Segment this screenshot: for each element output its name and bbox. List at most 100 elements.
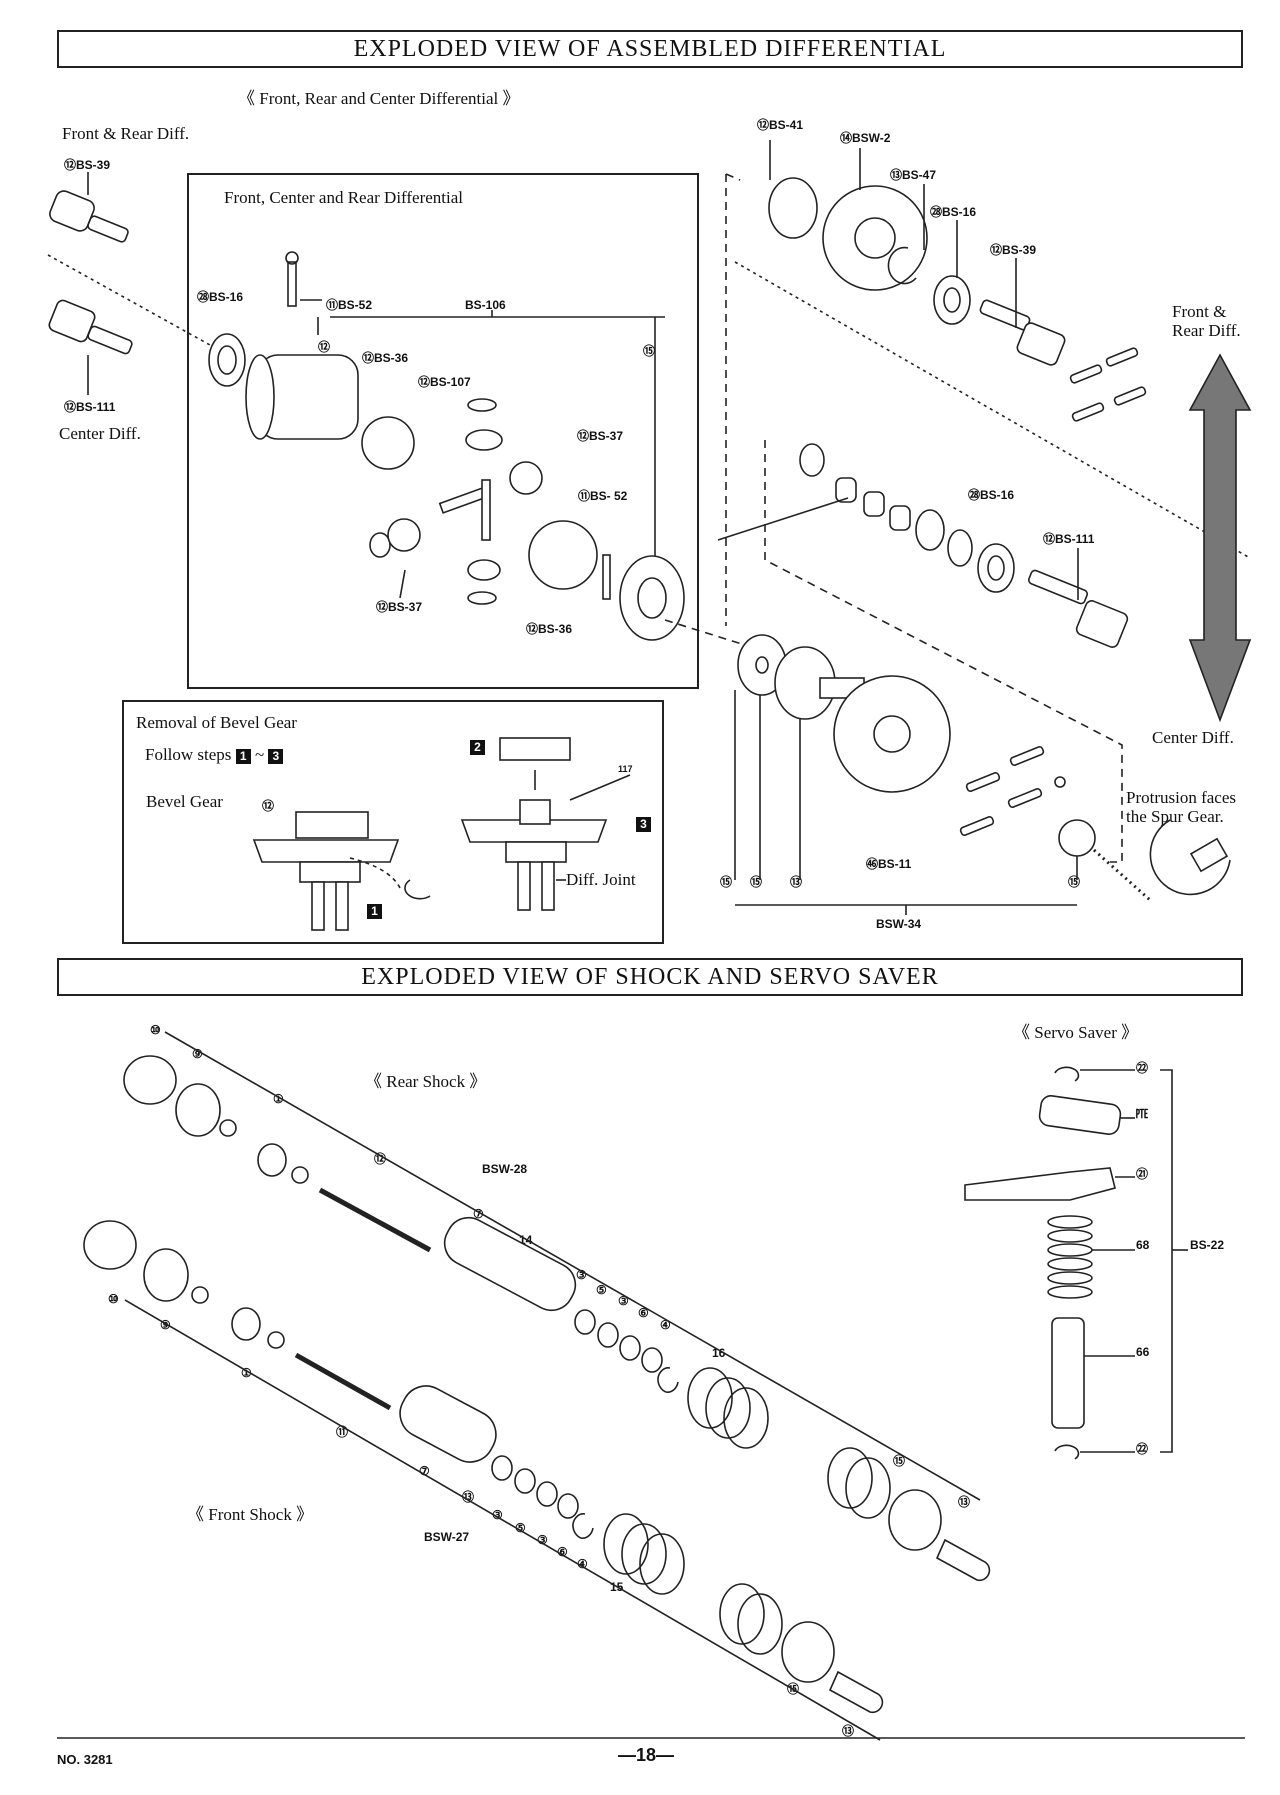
servo-saver-label: 《 Servo Saver 》	[1013, 1023, 1139, 1042]
bearing-bs16-r2	[977, 543, 1015, 593]
rear-shock-label: 《 Rear Shock 》	[365, 1072, 487, 1091]
servo-clip-bottom	[1054, 1444, 1080, 1460]
screw-3	[1113, 386, 1147, 406]
spur-gear-bsw2	[822, 185, 928, 291]
rear-ring-1	[257, 1143, 287, 1177]
label-156: ⑮	[720, 875, 733, 889]
axis-dots-right	[734, 261, 1251, 559]
label-bs11: ㊻BS-11	[866, 857, 912, 871]
front-9: ⑨	[160, 1318, 171, 1332]
front-10: ⑩	[108, 1292, 119, 1306]
rear-shaft-12	[318, 1187, 432, 1253]
step-badge-1: 1	[235, 749, 251, 764]
washer-r3	[947, 529, 973, 567]
label-bs111-r: ⑫BS-111	[1043, 532, 1095, 546]
label-bs16-r1: ㉘BS-16	[930, 205, 977, 219]
front-shaft-11	[294, 1352, 392, 1411]
rear-bsw28: BSW-28	[482, 1162, 528, 1176]
diff-title: EXPLODED VIEW OF ASSEMBLED DIFFERENTIAL	[353, 35, 947, 62]
rear-3a: ③	[576, 1268, 587, 1282]
screw-6	[965, 772, 1001, 792]
shock-title: EXPLODED VIEW OF SHOCK AND SERVO SAVER	[361, 963, 939, 990]
rear-body-14	[443, 1216, 577, 1312]
grub-screw	[285, 251, 299, 265]
rear-6: ⑥	[638, 1306, 649, 1320]
servo-spring-68	[1047, 1215, 1093, 1299]
rear-spring-16	[687, 1367, 891, 1519]
rear-4: ④	[660, 1318, 671, 1332]
front-3b: ③	[537, 1533, 548, 1547]
pinion-b	[509, 461, 543, 495]
label-bs52-a: ⑪BS-52	[326, 298, 373, 312]
footer-page: —18—	[618, 1745, 675, 1765]
servo-71: ㉑	[1136, 1167, 1149, 1181]
front-shock-label: 《 Front Shock 》	[187, 1505, 314, 1524]
servo-arm-70	[1038, 1095, 1122, 1135]
bevel-gear-removed	[499, 737, 571, 761]
screw-4	[1071, 402, 1105, 422]
pin-bs52-a	[287, 261, 297, 307]
rear-16: 16	[712, 1346, 726, 1360]
front-4: ④	[577, 1557, 588, 1571]
outdrive-bs39-left	[49, 190, 129, 243]
washer-a	[467, 398, 497, 412]
cross-pin-bs107	[438, 486, 490, 514]
label-bs41: ⑫BS-41	[757, 118, 804, 132]
washer-r1	[799, 443, 825, 477]
label-bs36-b: ⑫BS-36	[526, 622, 573, 636]
servo-tube-66	[1051, 1317, 1085, 1429]
pin-bs52-b	[602, 554, 611, 600]
rear-ball-end-10	[123, 1055, 177, 1105]
removal-frame	[122, 700, 664, 944]
diff-joint-label: Diff. Joint	[566, 870, 636, 889]
front-spring-15	[603, 1513, 783, 1655]
steps-tilde: ~	[254, 745, 265, 764]
servo-72a: ㉒	[1136, 1061, 1149, 1075]
front-rear-diff-label: Front & Rear Diff.	[62, 124, 190, 143]
label-bs52-b: ⑪BS- 52	[578, 489, 628, 503]
front-bsw27: BSW-27	[424, 1530, 470, 1544]
front-3a: ③	[492, 1508, 503, 1522]
rear-7: ⑦	[473, 1207, 484, 1221]
pinion-c	[387, 518, 421, 552]
removal-steps: Follow steps 1 ~ 3	[145, 745, 284, 765]
bevel-gear-bs36-b	[528, 520, 598, 590]
servo-72b: ㉒	[1136, 1442, 1149, 1456]
protrusion-detail	[1149, 819, 1231, 896]
label-bs106: BS-106	[465, 298, 506, 312]
steps-prefix: Follow steps	[145, 745, 232, 764]
label-124-removal: ⑫	[262, 799, 275, 813]
front-5: ⑤	[515, 1521, 526, 1535]
bevel-gear-label: Bevel Gear	[146, 792, 223, 811]
bearing-holder-bs41	[768, 177, 818, 239]
outdrive-bs39-right	[979, 299, 1031, 331]
front-collar-151	[781, 1621, 835, 1683]
pad-3	[889, 505, 911, 531]
outdrive-bs111-left	[48, 299, 133, 355]
front-6: ⑥	[557, 1545, 568, 1559]
screw-8	[959, 816, 995, 836]
spur-gear-bs11	[833, 675, 951, 793]
screw-1	[1105, 347, 1139, 367]
washer-c	[467, 591, 497, 605]
pinion-d	[467, 559, 501, 581]
label-bs16-left: ㉘BS-16	[197, 290, 244, 304]
axis-dots-left	[47, 254, 211, 346]
label-130: ⑬	[790, 875, 803, 889]
front-131: ⑬	[842, 1724, 855, 1738]
label-bs107: ⑫BS-107	[418, 375, 471, 389]
diff-subtitle: 《 Front, Rear and Center Differential 》	[238, 89, 520, 108]
label-bs37-b: ⑫BS-37	[376, 600, 423, 614]
e-clip-bs47	[887, 246, 917, 285]
label-157: ⑮	[750, 875, 763, 889]
screw-2	[1069, 364, 1103, 384]
right-center-diff: Center Diff.	[1152, 728, 1234, 747]
step-badge-3: 3	[268, 749, 284, 764]
servo-bs22: BS-22	[1190, 1238, 1225, 1252]
rear-9: ⑨	[192, 1047, 203, 1061]
rear-151: ⑮	[893, 1454, 906, 1468]
step-2-marker: 2	[470, 738, 485, 756]
center-diff-label: Center Diff.	[59, 424, 141, 443]
rear-12: ⑫	[374, 1152, 387, 1166]
